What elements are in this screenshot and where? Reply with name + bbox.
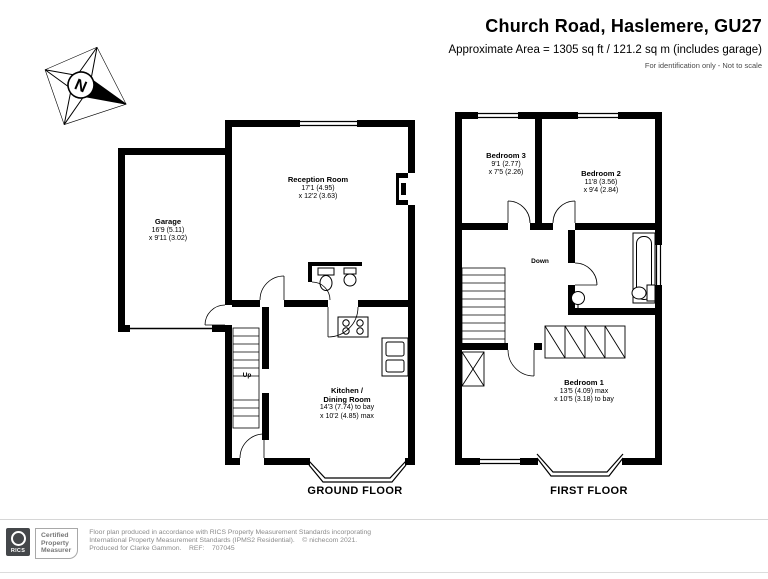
toilet-icon (317, 267, 335, 291)
cupboard-icon (461, 351, 485, 387)
room-dimensions: x 10'5 (3.18) to bay (554, 396, 614, 404)
ground-floor-plan (112, 110, 422, 488)
door-arcs (204, 275, 359, 459)
disclaimer-line: Floor plan produced in accordance with R… (89, 529, 372, 536)
toilet-icon (631, 284, 656, 302)
room-dimensions: 11'8 (3.56) (584, 178, 618, 186)
bedroom2-label: Bedroom 2 11'8 (3.56) x 9'4 (2.84) (581, 169, 621, 196)
room-dimensions: x 7'5 (2.26) (488, 169, 524, 177)
rics-emblem-icon (10, 530, 26, 546)
garage-label: Garage 16'9 (5.11) x 9'11 (3.02) (148, 217, 188, 244)
bedroom1-label: Bedroom 1 13'5 (4.09) max x 10'5 (3.18) … (554, 378, 614, 405)
window-lines (478, 112, 662, 465)
badge-line: Property (41, 539, 69, 547)
first-floor-plan (450, 105, 670, 485)
reception-room-label: Reception Room 17'1 (4.95) x 12'2 (3.63) (287, 175, 349, 202)
page-bottom-edge (0, 572, 768, 573)
bedroom3-label: Bedroom 3 9'1 (2.77) x 7'5 (2.26) (486, 151, 526, 178)
disclaimer-line: International Property Measurement Stand… (89, 537, 358, 544)
room-dimensions: 16'9 (5.11) (151, 226, 185, 234)
room-name: Bedroom 1 (564, 378, 604, 387)
bay-window-icon (308, 460, 407, 483)
rics-logo: RICS (6, 528, 30, 556)
footer: RICS Certified Property Measurer Floor p… (0, 519, 768, 579)
kitchen-dining-label: Kitchen / Dining Room 14'3 (7.74) to bay… (319, 386, 375, 421)
ground-floor-caption: GROUND FLOOR (307, 485, 403, 497)
first-floor-drawing (455, 112, 662, 477)
disclaimer-line: Produced for Clarke Gammon. REF: 707045 (89, 545, 235, 552)
bay-window-icon (536, 453, 624, 477)
fireplace-icon (396, 173, 408, 205)
ground-walls (118, 120, 415, 465)
room-dimensions: x 12'2 (3.63) (298, 193, 338, 201)
badge-line: Measurer (41, 547, 72, 555)
room-dimensions: 14'3 (7.74) to bay (319, 404, 375, 412)
room-name: Garage (154, 217, 182, 226)
room-name: Reception Room (287, 175, 349, 184)
stairs-down-icon (461, 267, 506, 346)
room-dimensions: x 9'11 (3.02) (148, 235, 188, 243)
rics-wordmark: RICS (10, 547, 26, 554)
basin-icon (343, 267, 357, 287)
room-dimensions: 17'1 (4.95) (301, 184, 335, 192)
basin-icon (571, 291, 585, 308)
door-arcs (507, 200, 598, 377)
room-name: Dining Room (323, 394, 371, 404)
certified-property-measurer-badge: Certified Property Measurer (35, 528, 79, 559)
room-dimensions: 13'5 (4.09) max (559, 387, 609, 395)
badge-line: Certified (41, 532, 69, 539)
compass-icon: N (44, 46, 127, 125)
header: Church Road, Haslemere, GU27 Approximate… (448, 16, 762, 70)
page-title: Church Road, Haslemere, GU27 (485, 16, 762, 36)
stairs-up-label: Up (242, 372, 252, 379)
identification-note: For identification only - Not to scale (644, 61, 762, 70)
first-floor-caption: FIRST FLOOR (550, 485, 628, 497)
room-dimensions: x 9'4 (2.84) (583, 187, 619, 195)
approximate-area: Approximate Area = 1305 sq ft / 121.2 sq… (448, 44, 762, 56)
first-walls (455, 112, 662, 465)
stairs-down-label: Down (531, 258, 549, 265)
room-dimensions: x 10'2 (4.85) max (320, 412, 374, 420)
room-name: Bedroom 3 (486, 151, 526, 160)
kitchen-sink-icon (381, 337, 409, 377)
wardrobes-icon (544, 325, 626, 359)
footer-disclaimer: Floor plan produced in accordance with R… (89, 528, 371, 553)
room-name: Kitchen / (330, 386, 364, 395)
hob-icon (337, 316, 369, 338)
room-name: Bedroom 2 (581, 169, 621, 178)
stairs-up-icon (232, 327, 260, 429)
ground-floor-drawing (118, 120, 415, 483)
room-dimensions: 9'1 (2.77) (491, 160, 521, 168)
